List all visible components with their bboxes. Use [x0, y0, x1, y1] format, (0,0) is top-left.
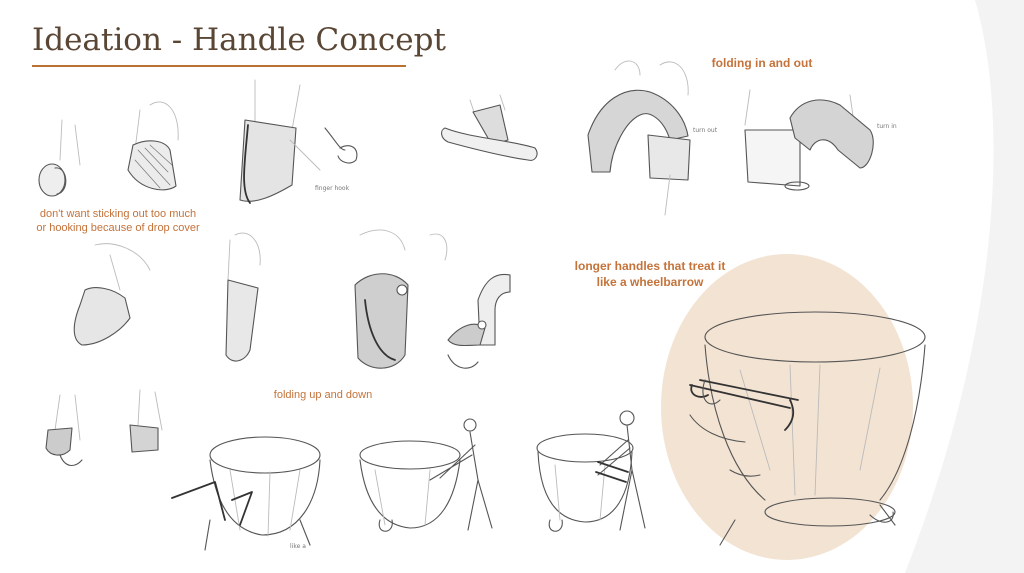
sketch-drum-fold — [171, 436, 321, 551]
sketch-knob — [38, 119, 81, 197]
sketch-finger-hook — [239, 79, 358, 204]
page-title: Ideation - Handle Concept — [32, 22, 446, 58]
note-wheelbarrow: longer handles that treat it like a whee… — [574, 259, 726, 289]
title-underline — [32, 65, 406, 67]
note-folding-up-down: folding up and down — [273, 389, 373, 401]
sketch-drum-person-1 — [359, 418, 493, 532]
note-folding-in-out: folding in and out — [711, 56, 813, 70]
note-drop-cover: don't want sticking out too much or hook… — [36, 208, 200, 234]
sketch-wheelbarrow-drum — [689, 311, 926, 546]
label-turn-out: turn out — [693, 127, 718, 134]
sketch-shield-handle — [354, 229, 448, 369]
sketch-grip-plate — [225, 232, 261, 362]
sketch-swivel-handle — [447, 273, 511, 369]
sketch-fold-out — [587, 60, 691, 216]
sketch-small-tab-right — [129, 389, 163, 453]
label-turn-in: turn in — [877, 123, 897, 130]
sketch-small-tab-left — [45, 394, 83, 466]
sketch-lever — [441, 94, 538, 161]
label-like-a: like a — [290, 543, 306, 550]
sketch-fold-in — [744, 89, 874, 191]
sketch-mesh-cup — [127, 101, 179, 191]
sketch-drum-person-2 — [536, 410, 646, 532]
label-finger-hook: finger hook — [315, 185, 350, 192]
sketch-angled-handle — [73, 243, 151, 346]
